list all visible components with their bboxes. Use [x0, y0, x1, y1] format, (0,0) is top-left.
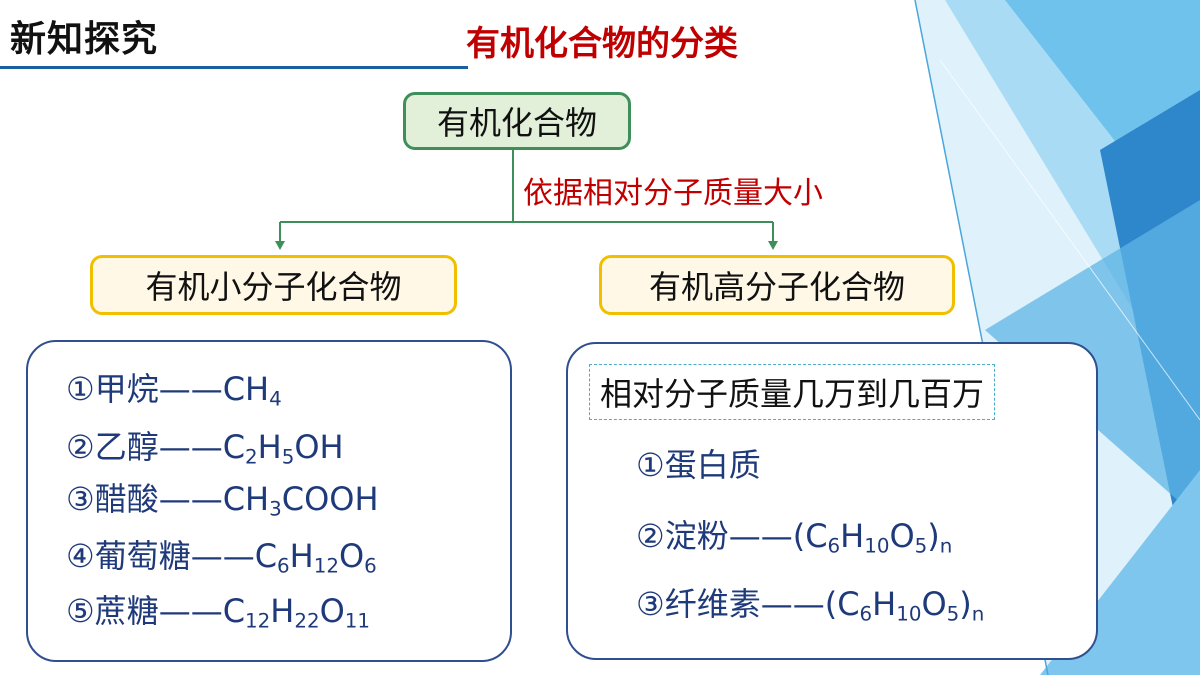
- example-number: ①: [636, 446, 665, 484]
- example-number: ①: [66, 370, 95, 408]
- small-molecule-examples-box: [26, 340, 512, 662]
- example-number: ②: [636, 517, 665, 555]
- formula-text: H: [270, 592, 295, 630]
- formula-subscript: 3: [269, 497, 282, 521]
- branch-macromolecule: 有机高分子化合物: [599, 255, 955, 315]
- example-item: ④葡萄糖——C6H12O6: [66, 537, 377, 578]
- example-name: 乙醇: [94, 428, 159, 466]
- macromolecule-examples-box: [566, 342, 1098, 660]
- formula-subscript: 6: [859, 602, 873, 626]
- example-item: ③醋酸——CH3COOH: [66, 480, 379, 521]
- formula-text: C: [222, 592, 246, 630]
- formula-text: (C: [792, 517, 828, 555]
- formula-subscript: 2: [245, 445, 258, 469]
- formula-text: O: [889, 517, 915, 555]
- example-item: ⑤蔗糖——C12H22O11: [66, 592, 370, 633]
- formula-text: O: [319, 592, 345, 630]
- formula-subscript: 11: [344, 609, 370, 633]
- example-name: 葡萄糖: [94, 537, 191, 575]
- formula-subscript: n: [939, 534, 953, 558]
- example-item: ①蛋白质: [636, 449, 761, 481]
- formula-text: O: [921, 585, 947, 623]
- chemical-formula: CH4: [222, 370, 282, 411]
- formula-text: C: [222, 428, 246, 466]
- formula-text: H: [840, 517, 865, 555]
- root-node: 有机化合物: [403, 92, 631, 150]
- formula-text: CH: [222, 370, 270, 408]
- example-item: ②淀粉——(C6H10O5)n: [636, 517, 953, 558]
- example-name: 淀粉: [664, 517, 729, 555]
- formula-text: H: [257, 428, 282, 466]
- formula-subscript: 5: [281, 445, 295, 469]
- example-name: 甲烷: [94, 370, 159, 408]
- example-item: ③纤维素——(C6H10O5)n: [636, 585, 985, 626]
- formula-subscript: 6: [827, 534, 841, 558]
- deco-line-white: [939, 59, 1200, 421]
- formula-subscript: 22: [294, 609, 320, 633]
- formula-text: H: [289, 537, 314, 575]
- formula-text: CH: [222, 480, 270, 518]
- formula-subscript: 4: [269, 387, 282, 411]
- example-number: ②: [66, 428, 95, 466]
- example-number: ③: [636, 585, 665, 623]
- arrow-right-icon: [768, 241, 778, 250]
- formula-text: O: [338, 537, 365, 575]
- formula-text: OH: [294, 428, 344, 466]
- chemical-formula: (C6H10O5)n: [792, 517, 953, 558]
- molecular-mass-range-note: 相对分子质量几万到几百万: [589, 364, 996, 420]
- formula-text: ): [959, 585, 972, 623]
- slide-title: 有机化合物的分类: [466, 24, 738, 64]
- example-number: ③: [66, 480, 95, 518]
- arrow-left-icon: [275, 241, 285, 250]
- chemical-formula: CH3COOH: [222, 480, 379, 521]
- formula-text: C: [254, 537, 278, 575]
- section-title: 新知探究: [10, 19, 159, 60]
- example-number: ④: [66, 537, 95, 575]
- example-name: 醋酸: [94, 480, 159, 518]
- example-dash: ——: [728, 517, 793, 555]
- formula-subscript: n: [971, 602, 985, 626]
- example-dash: ——: [190, 537, 255, 575]
- example-dash: ——: [158, 428, 223, 466]
- formula-subscript: 12: [245, 609, 271, 633]
- example-name: 纤维素: [664, 585, 761, 623]
- formula-text: ): [927, 517, 940, 555]
- example-dash: ——: [158, 592, 223, 630]
- example-dash: ——: [158, 480, 223, 518]
- formula-subscript: 12: [313, 554, 339, 578]
- chemical-formula: C12H22O11: [222, 592, 370, 633]
- branch-small-molecule: 有机小分子化合物: [90, 255, 457, 315]
- formula-text: H: [872, 585, 897, 623]
- example-number: ⑤: [66, 592, 95, 630]
- example-dash: ——: [158, 370, 223, 408]
- chemical-formula: C6H12O6: [254, 537, 377, 578]
- formula-subscript: 5: [946, 602, 960, 626]
- formula-text: (C: [824, 585, 860, 623]
- example-dash: ——: [760, 585, 825, 623]
- example-name: 蔗糖: [94, 592, 159, 630]
- formula-subscript: 5: [914, 534, 928, 558]
- chemical-formula: (C6H10O5)n: [824, 585, 985, 626]
- example-item: ①甲烷——CH4: [66, 370, 282, 411]
- example-name: 蛋白质: [664, 446, 761, 484]
- criterion-label: 依据相对分子质量大小: [523, 176, 823, 211]
- formula-text: COOH: [281, 480, 379, 518]
- formula-subscript: 10: [896, 602, 922, 626]
- formula-subscript: 6: [277, 554, 290, 578]
- example-item: ②乙醇——C2H5OH: [66, 428, 344, 469]
- chemical-formula: C2H5OH: [222, 428, 344, 469]
- formula-subscript: 10: [864, 534, 890, 558]
- title-underline: [0, 66, 468, 69]
- formula-subscript: 6: [364, 554, 377, 578]
